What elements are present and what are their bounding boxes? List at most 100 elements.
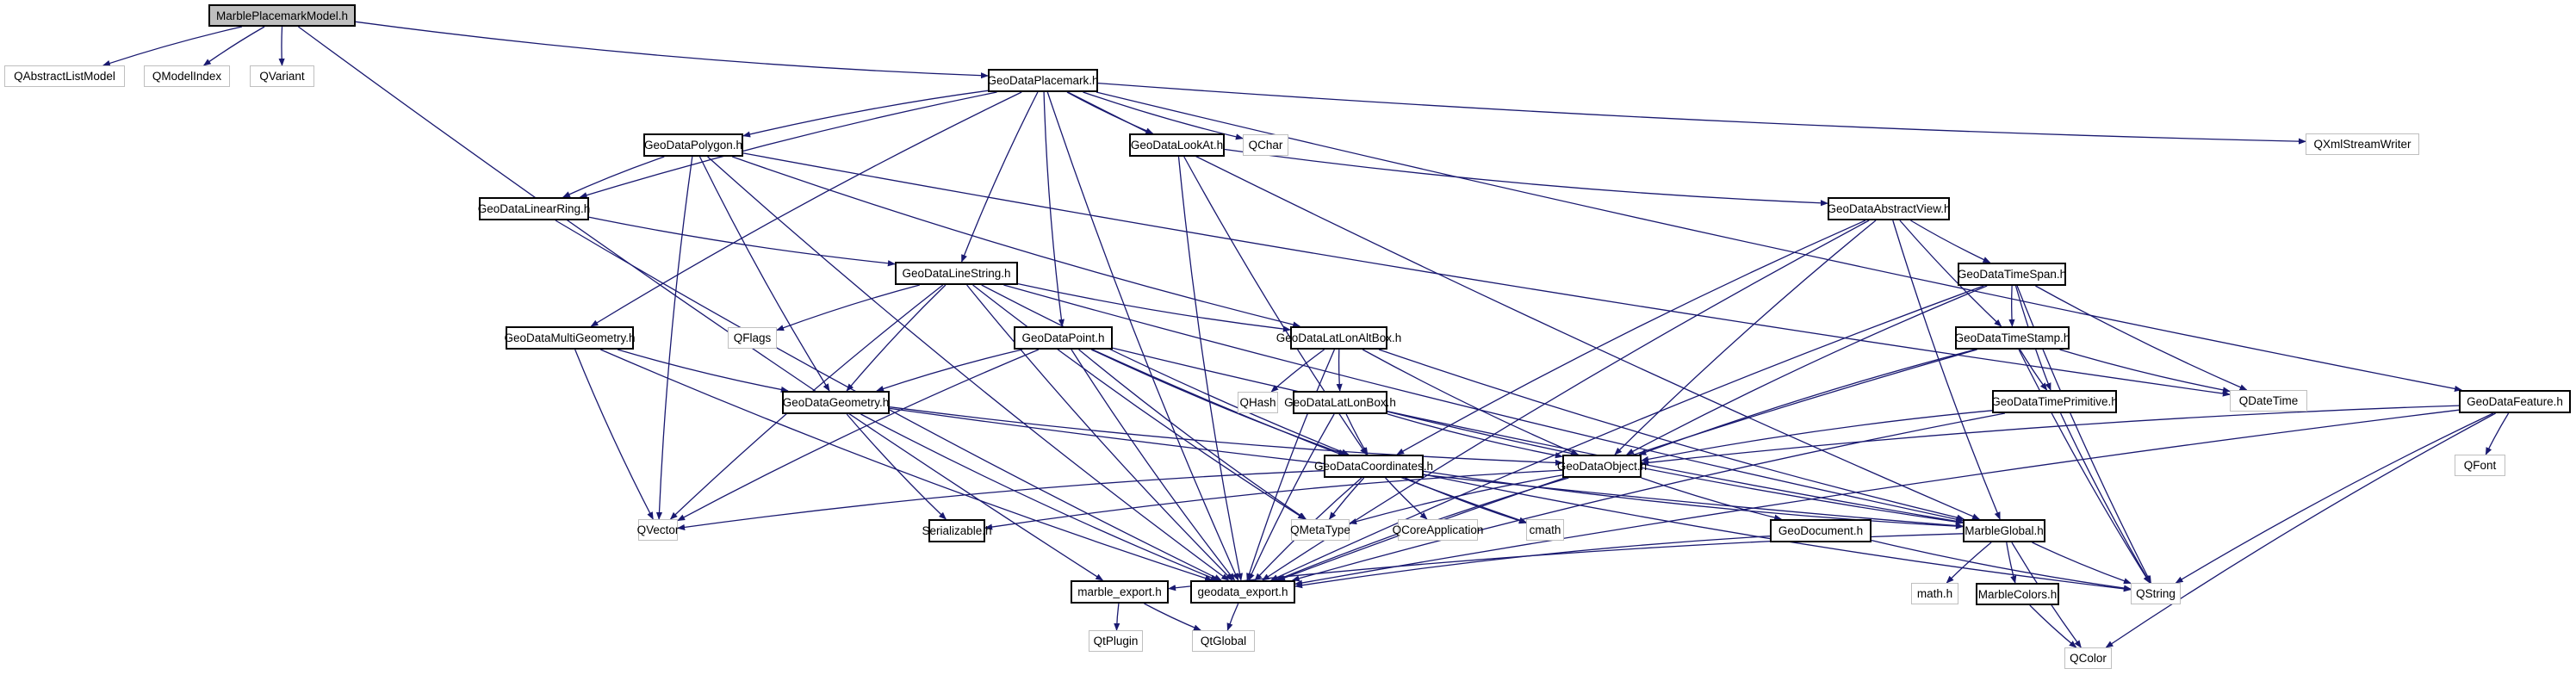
edge-geodatalatlonaltbox-to-geodatalatlonbox: [1336, 349, 1343, 392]
node-label: QDateTime: [2238, 394, 2299, 407]
node-geodatalookat-h[interactable]: GeoDataLookAt.h: [1129, 133, 1225, 157]
edge-marbleplacemarkmodel-to-marble-export: [298, 26, 1104, 581]
edge-geodatageometry-to-geodataobject: [889, 406, 1563, 466]
node-label: GeoDataTimeSpan.h: [1957, 268, 2067, 281]
node-label: QAbstractListModel: [14, 70, 115, 83]
node-label: QFlags: [733, 331, 772, 344]
node-qhash: QHash: [1238, 392, 1278, 413]
node-label: GeoDataPlacemark.h: [987, 74, 1099, 87]
node-qcoreapplication: QCoreApplication: [1393, 519, 1483, 541]
edge-geodataplacemark-to-qchar: [1083, 91, 1244, 140]
node-serializable-h[interactable]: Serializable.h: [922, 519, 992, 542]
node-geodatageometry-h[interactable]: GeoDataGeometry.h: [782, 391, 890, 414]
edge-geodatalinearring-to-geodatalinestring: [588, 216, 896, 267]
edge-geodatageometry-to-geodata-export: [860, 413, 1219, 581]
node-label: GeoDataGeometry.h: [782, 396, 890, 409]
node-geodataplacemark-h[interactable]: GeoDataPlacemark.h: [987, 69, 1099, 92]
node-label: GeoDataLineString.h: [902, 267, 1011, 280]
edge-geodataabstractview-to-geodatatimespan: [1910, 220, 1991, 263]
edge-geodatapolygon-to-qdatetime: [742, 152, 2231, 397]
edge-geodatapolygon-to-geodatalatlonaltbox: [731, 156, 1301, 328]
node-label: GeoDataMultiGeometry.h: [504, 331, 636, 344]
edge-geodataabstractview-to-geodataobject: [1614, 220, 1877, 455]
edge-geodatapoint-to-marbleglobal: [1112, 347, 1964, 524]
node-label: GeoDataFeature.h: [2467, 395, 2563, 408]
node-label: geodata_export.h: [1197, 585, 1288, 598]
edge-geodatafeature-to-geodataobject: [1641, 405, 2460, 466]
node-label: QtPlugin: [1093, 635, 1139, 647]
node-qvariant: QVariant: [250, 65, 314, 87]
node-geodatapoint-h[interactable]: GeoDataPoint.h: [1014, 326, 1113, 350]
node-geodataobject-h[interactable]: GeoDataObject.h: [1557, 455, 1647, 478]
node-qxmlstreamwriter: QXmlStreamWriter: [2306, 133, 2419, 155]
edge-marblecolors-to-qcolor: [2029, 604, 2077, 648]
edge-geodocument-to-qstring: [1871, 539, 2132, 591]
node-label: math.h: [1916, 587, 1953, 600]
edge-geodatatimeprimitive-to-geodata-export: [1291, 412, 2006, 582]
node-label: GeoDataLatLonBox.h: [1284, 396, 1396, 409]
edge-geodataplacemark-to-geodatafeature: [1096, 91, 2462, 392]
node-geodatatimeprimitive-h[interactable]: GeoDataTimePrimitive.h: [1991, 390, 2118, 413]
edge-geodatalatlonaltbox-to-geodataobject: [1362, 349, 1580, 455]
edge-geodatalookat-to-geodata-export: [1177, 156, 1243, 581]
node-label: QFont: [2463, 459, 2497, 472]
edge-geodatalinestring-to-geodatalatlonaltbox: [1017, 282, 1291, 332]
edge-geodataabstractview-to-geodatatimestamp: [1899, 220, 2002, 327]
edge-geodataobject-to-qmetatype: [1349, 474, 1563, 525]
node-qmetatype: QMetaType: [1290, 519, 1350, 541]
node-geodatatimestamp-h[interactable]: GeoDataTimeStamp.h: [1955, 326, 2070, 350]
node-label: GeoDataLatLonAltBox.h: [1276, 331, 1402, 344]
node-label: MarblePlacemarkModel.h: [215, 9, 349, 22]
edge-geodataabstractview-to-marbleglobal: [1892, 220, 2001, 520]
node-geodatalinestring-h[interactable]: GeoDataLineString.h: [895, 262, 1018, 285]
node-cmath: cmath: [1526, 519, 1564, 541]
edge-geodatatimespan-to-geodatatimestamp: [2008, 285, 2015, 327]
edge-marbleglobal-to-qstring: [2032, 542, 2132, 585]
node-geodatatimespan-h[interactable]: GeoDataTimeSpan.h: [1958, 263, 2066, 286]
edge-geodatamultigeometry-to-qvector: [574, 349, 654, 520]
edge-geodatatimestamp-to-geodatatimeprimitive: [2019, 349, 2048, 391]
node-marbleplacemarkmodel-h[interactable]: MarblePlacemarkModel.h: [208, 4, 356, 27]
edge-marbleplacemarkmodel-to-qabstractlistmodel: [102, 26, 243, 66]
node-label: marble_export.h: [1077, 585, 1162, 598]
node-geodatafeature-h[interactable]: GeoDataFeature.h: [2459, 390, 2571, 413]
edge-geodatafeature-to-geodata-export: [1294, 409, 2460, 586]
edge-geodataobject-to-serializable: [984, 469, 1563, 530]
edge-geodatapoint-to-geodata-export: [1071, 349, 1236, 581]
node-geodatalinearring-h[interactable]: GeoDataLinearRing.h: [477, 197, 591, 220]
edge-geodatalinestring-to-qmetatype: [972, 284, 1307, 520]
edge-marbleplacemarkmodel-to-qmodelindex: [202, 26, 265, 66]
node-geodata-export-h[interactable]: geodata_export.h: [1190, 580, 1295, 604]
node-geodatalatlonbox-h[interactable]: GeoDataLatLonBox.h: [1284, 391, 1396, 414]
node-qmodelindex: QModelIndex: [144, 65, 230, 87]
node-marblecolors-h[interactable]: MarbleColors.h: [1976, 583, 2059, 605]
edge-geodatalatlonbox-to-geodataobject: [1387, 413, 1563, 459]
node-geodatapolygon-h[interactable]: GeoDataPolygon.h: [643, 133, 743, 157]
node-label: GeoDataAbstractView.h: [1827, 202, 1951, 215]
node-qchar: QChar: [1243, 134, 1288, 156]
edge-geodatalinestring-to-qflags: [776, 284, 920, 331]
node-geodocument-h[interactable]: GeoDocument.h: [1770, 519, 1871, 542]
node-geodatacoordinates-h[interactable]: GeoDataCoordinates.h: [1314, 455, 1433, 478]
node-label: QModelIndex: [152, 70, 222, 83]
edge-geodatalatlonaltbox-to-geodata-export: [1246, 349, 1335, 581]
node-geodatalatlonaltbox-h[interactable]: GeoDataLatLonAltBox.h: [1276, 326, 1401, 350]
node-label: QVector: [636, 523, 680, 536]
node-qtglobal: QtGlobal: [1192, 630, 1255, 652]
edge-geodatapoint-to-qvector: [677, 349, 1040, 522]
edge-geodatapolygon-to-geodatageometry: [698, 156, 830, 392]
node-geodatamultigeometry-h[interactable]: GeoDataMultiGeometry.h: [504, 326, 636, 350]
node-label: GeoDataTimeStamp.h: [1954, 331, 2070, 344]
node-label: GeoDataLinearRing.h: [477, 202, 591, 215]
node-qvector: QVector: [636, 519, 680, 541]
node-marble-export-h[interactable]: marble_export.h: [1071, 580, 1169, 604]
edge-geodatalookat-to-geodatacoordinates: [1183, 156, 1368, 455]
node-marbleglobal-h[interactable]: MarbleGlobal.h: [1963, 519, 2045, 542]
node-geodataabstractview-h[interactable]: GeoDataAbstractView.h: [1827, 197, 1951, 220]
edge-geodataabstractview-to-geodatacoordinates: [1396, 220, 1866, 455]
edge-geodatatimestamp-to-qstring: [2018, 349, 2151, 584]
edge-geodatatimeprimitive-to-qstring: [2060, 412, 2151, 584]
node-label: QHash: [1239, 396, 1276, 409]
edge-geodatapoint-to-geodatageometry: [876, 349, 1023, 392]
